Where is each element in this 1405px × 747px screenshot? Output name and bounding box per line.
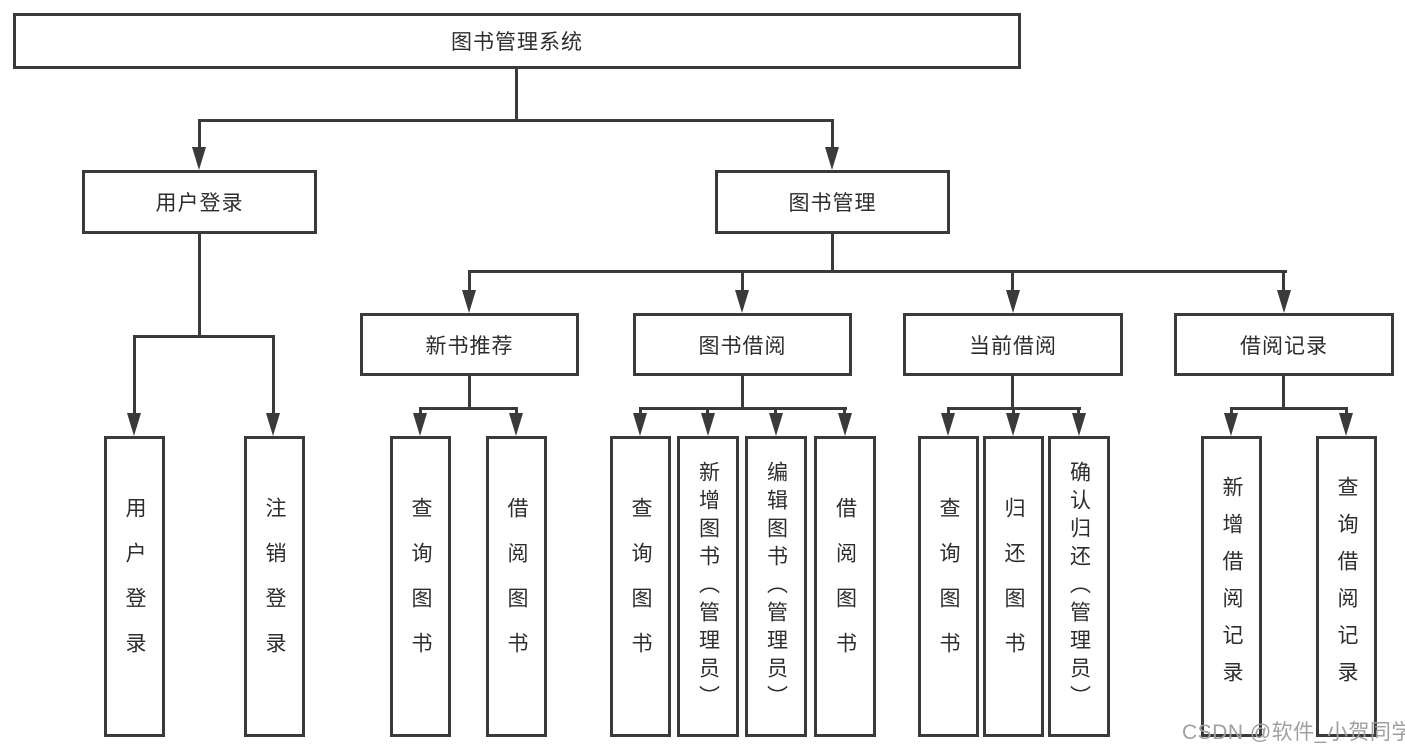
node-current-borrowing-label: 当前借阅 <box>969 334 1057 358</box>
leaf-borrow-books-recommend: 借阅图书 <box>486 436 547 737</box>
connector-line <box>468 270 1287 273</box>
connector-line <box>419 407 518 410</box>
leaf-borrow-books: 借阅图书 <box>814 436 876 737</box>
node-current-borrowing: 当前借阅 <box>903 313 1123 376</box>
leaf-query-borrow-record: 查询借阅记录 <box>1316 436 1377 737</box>
arrowhead-down-icon <box>825 147 839 170</box>
connector-line <box>198 119 201 151</box>
leaf-logout-label: 注销登录 <box>263 496 286 677</box>
node-book-management-label: 图书管理 <box>788 192 877 215</box>
connector-line <box>1282 270 1285 294</box>
connector-line <box>133 335 136 419</box>
arrowhead-down-icon <box>1224 413 1238 436</box>
arrowhead-down-icon <box>1277 290 1291 313</box>
leaf-query-books-recommend-label: 查询图书 <box>409 496 432 677</box>
node-library-system-label: 图书管理系统 <box>451 31 583 54</box>
leaf-logout: 注销登录 <box>244 436 305 737</box>
arrowhead-down-icon <box>509 413 523 436</box>
connector-line <box>272 335 275 419</box>
connector-line <box>468 270 471 294</box>
arrowhead-down-icon <box>1072 413 1086 436</box>
leaf-borrow-books-label: 借阅图书 <box>833 496 857 677</box>
leaf-user-login-label: 用户登录 <box>123 496 146 677</box>
leaf-query-books-borrowing-label: 查询图书 <box>629 496 652 677</box>
csdn-watermark: CSDN @软件_小贺同学 <box>1182 721 1405 744</box>
arrowhead-down-icon <box>192 147 206 170</box>
arrowhead-down-icon <box>1006 413 1020 436</box>
leaf-confirm-return-admin-label: 确认归还（管理员） <box>1067 460 1091 713</box>
connector-line <box>1011 270 1014 294</box>
arrowhead-down-icon <box>413 413 427 436</box>
connector-line <box>639 407 847 410</box>
leaf-query-books-recommend: 查询图书 <box>390 436 451 737</box>
node-user-login-label: 用户登录 <box>155 192 244 215</box>
arrowhead-down-icon <box>941 413 955 436</box>
leaf-edit-books-admin-label: 编辑图书（管理员） <box>764 460 788 713</box>
connector-line <box>468 376 471 410</box>
arrowhead-down-icon <box>769 413 783 436</box>
leaf-add-borrow-record-label: 新增借阅记录 <box>1220 475 1243 698</box>
connector-line <box>831 234 834 273</box>
connector-line <box>198 234 201 338</box>
leaf-edit-books-admin: 编辑图书（管理员） <box>745 436 807 737</box>
leaf-query-books-current-label: 查询图书 <box>937 496 960 677</box>
leaf-query-books-borrowing: 查询图书 <box>610 436 671 737</box>
arrowhead-down-icon <box>462 290 476 313</box>
arrowhead-down-icon <box>735 290 749 313</box>
leaf-query-borrow-record-label: 查询借阅记录 <box>1335 475 1358 698</box>
connector-line <box>1230 407 1348 410</box>
connector-line <box>831 119 834 151</box>
connector-line <box>741 376 744 410</box>
leaf-confirm-return-admin: 确认归还（管理员） <box>1048 436 1110 737</box>
node-book-borrowing: 图书借阅 <box>633 313 852 376</box>
connector-line <box>133 335 275 338</box>
arrowhead-down-icon <box>1006 290 1020 313</box>
leaf-query-books-current: 查询图书 <box>918 436 979 737</box>
leaf-add-books-admin: 新增图书（管理员） <box>677 436 739 737</box>
leaf-borrow-books-recommend-label: 借阅图书 <box>505 496 528 677</box>
node-borrowing-records: 借阅记录 <box>1174 313 1394 376</box>
node-new-book-recommend-label: 新书推荐 <box>425 334 514 358</box>
connector-line <box>515 69 518 121</box>
connector-line <box>741 270 744 294</box>
arrowhead-down-icon <box>1339 413 1353 436</box>
leaf-return-books-label: 归还图书 <box>1002 496 1025 677</box>
arrowhead-down-icon <box>633 413 647 436</box>
connector-line <box>198 119 834 122</box>
leaf-add-borrow-record: 新增借阅记录 <box>1201 436 1262 737</box>
arrowhead-down-icon <box>266 413 280 436</box>
connector-line <box>1282 376 1285 410</box>
arrowhead-down-icon <box>127 413 141 436</box>
node-library-system: 图书管理系统 <box>13 13 1021 69</box>
leaf-add-books-admin-label: 新增图书（管理员） <box>696 460 720 713</box>
arrowhead-down-icon <box>701 413 715 436</box>
arrowhead-down-icon <box>838 413 852 436</box>
node-book-management: 图书管理 <box>715 170 950 234</box>
node-book-borrowing-label: 图书借阅 <box>698 334 787 358</box>
node-borrowing-records-label: 借阅记录 <box>1240 334 1328 358</box>
leaf-user-login: 用户登录 <box>104 436 165 737</box>
node-new-book-recommend: 新书推荐 <box>360 313 579 376</box>
connector-line <box>1011 376 1014 410</box>
node-user-login: 用户登录 <box>82 170 317 234</box>
leaf-return-books: 归还图书 <box>983 436 1044 737</box>
